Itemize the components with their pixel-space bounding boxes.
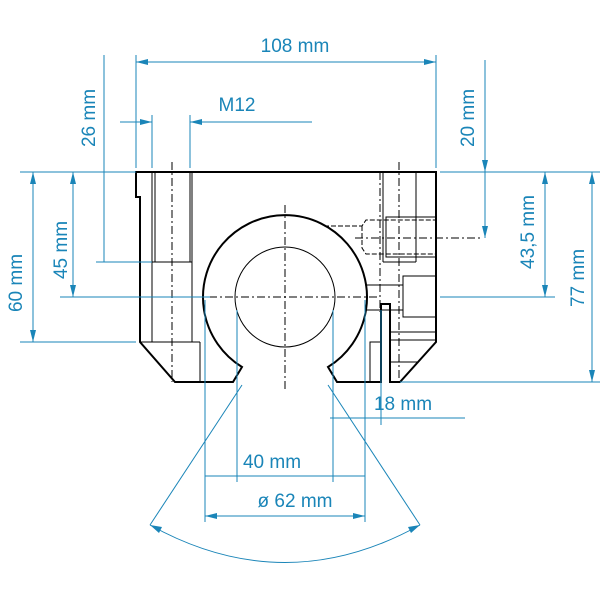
- dim-slot-label: 18 mm: [374, 394, 432, 415]
- dim-diameter-label: ø 62 mm: [258, 491, 333, 512]
- housing-outline: [135, 162, 480, 390]
- dim-left-depth-label: 26 mm: [79, 89, 100, 147]
- dim-right-top-label: 20 mm: [458, 89, 479, 147]
- dim-thread-label: M12: [219, 95, 256, 116]
- dim-total-height-label: 60 mm: [6, 254, 27, 312]
- dim-center-height-label: 45 mm: [51, 221, 72, 279]
- dim-right-height-label: 77 mm: [568, 249, 589, 307]
- dim-right-center-label: 43,5 mm: [518, 195, 539, 269]
- dim-width-label: 108 mm: [261, 36, 330, 57]
- dimension-lines: [20, 55, 600, 563]
- bore-circle: [234, 246, 336, 348]
- dim-opening-label: 40 mm: [243, 452, 301, 473]
